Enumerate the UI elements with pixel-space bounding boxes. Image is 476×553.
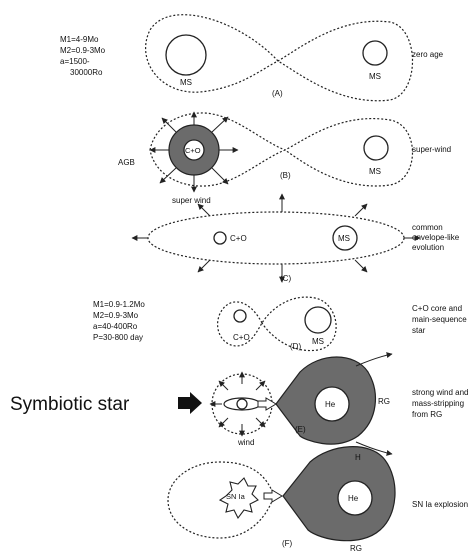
white-dwarf-e [237,399,247,409]
common-envelope [148,212,404,264]
param-mid-p: P=30-800 day [93,333,143,342]
stage-a: MS MS (A) zero age [146,15,444,101]
secondary-label-c: MS [338,234,350,243]
he-label-e: He [325,400,336,409]
secondary-star-a [363,41,387,65]
wind-label-e: wind [237,438,254,447]
desc-e-3: from RG [412,410,442,419]
desc-c-3: evolution [412,243,444,252]
he-label-f: He [348,494,359,503]
param-m2: M2=0.9-3Mo [60,46,106,55]
param-a: a=1500- [60,57,90,66]
rg-label-f: RG [350,544,362,553]
desc-d-2: main-sequence [412,315,467,324]
param-mid-m2: M2=0.9-3Mo [93,311,139,320]
desc-a-1: zero age [412,50,444,59]
stage-f: SN Ia He H RG (F) SN Ia explosion [168,447,468,553]
agb-label: AGB [118,158,135,167]
panel-label-b: (B) [280,171,291,180]
secondary-star-d [305,307,331,333]
desc-d-1: C+O core and [412,304,462,313]
desc-d-3: star [412,326,426,335]
params-mid: M1=0.9-1.2Mo M2=0.9-3Mo a=40-400Ro P=30-… [93,300,145,342]
wd-label-d: C+O [233,333,250,342]
desc-e-2: mass-stripping [412,399,464,408]
h-label-f: H [355,453,361,462]
param-mid-m1: M1=0.9-1.2Mo [93,300,145,309]
primary-star-a [166,35,206,75]
desc-f-1: SN Ia explosion [412,500,468,509]
envelope-arrows [132,194,420,282]
param-mid-a: a=40-400Ro [93,322,138,331]
params-top: M1=4-9Mo M2=0.9-3Mo a=1500- 30000Ro [60,35,106,77]
stage-b: C+O MS AGB (B) super-wind super wind [118,112,451,205]
desc-e-1: strong wind and [412,388,468,397]
transfer-arrow-e [258,398,276,410]
param-m1: M1=4-9Mo [60,35,99,44]
core-label-c: C+O [230,234,247,243]
secondary-label-b: MS [369,167,381,176]
desc-c-1: common [412,223,443,232]
panel-label-d: (D) [290,342,301,351]
sn-label-f: SN Ia [226,492,246,501]
stage-e: He RG wind (E) strong wind and mass-stri… [210,354,468,454]
transfer-arrow-f [264,490,282,502]
white-dwarf-d [234,310,246,322]
panel-label-e: (E) [295,425,306,434]
rg-label-e: RG [378,397,390,406]
secondary-label-d: MS [312,337,324,346]
panel-label-a: (A) [272,89,283,98]
core-label-b: C+O [185,146,201,155]
stage-d: C+O MS (D) C+O core and main-sequence st… [218,297,468,351]
secondary-label-a: MS [369,72,381,81]
desc-b-1: super-wind [412,145,451,154]
param-a-cont: 30000Ro [70,68,103,77]
stage-c: C+O MS (C) common envelope-like evolutio… [132,194,460,283]
wind-label-b: super wind [172,196,211,205]
secondary-star-b [364,136,388,160]
right-arrow-icon [178,392,202,414]
symbiotic-label: Symbiotic star [10,394,130,415]
symbiotic-callout: Symbiotic star [10,392,202,415]
co-core-c [214,232,226,244]
primary-label-a: MS [180,78,192,87]
panel-label-f: (F) [282,539,293,548]
